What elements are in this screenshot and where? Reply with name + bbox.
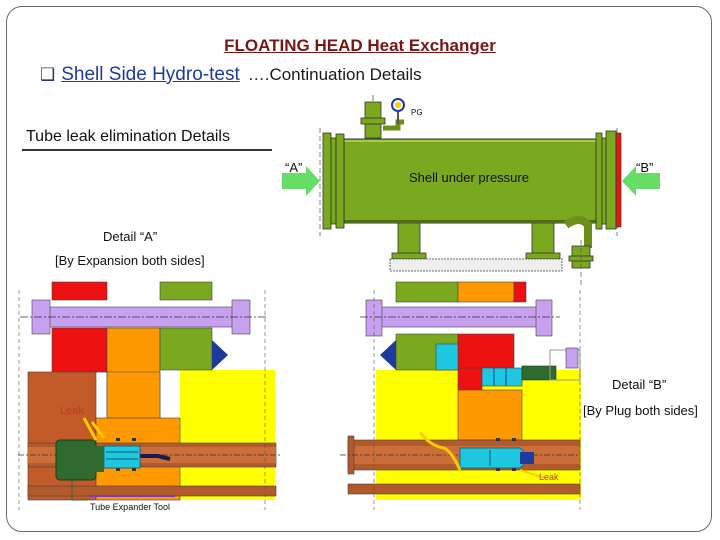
saddle-left [397, 222, 421, 258]
subtitle-main: Shell Side Hydro-test [61, 64, 240, 85]
tool-label: Tube Expander Tool [88, 502, 173, 512]
arrow-a-icon [282, 166, 320, 196]
heat-exchanger [282, 95, 660, 285]
detail-b-method: [By Plug both sides] [583, 403, 698, 418]
label-a: “A” [285, 160, 303, 175]
tube-expander-tool-icon [55, 439, 171, 501]
detail-b-drawing [340, 281, 581, 510]
detail-a-title: Detail “A” [103, 229, 158, 244]
section-heading: Tube leak elimination Details [26, 128, 230, 145]
pressure-gauge-icon [391, 98, 405, 124]
foundation [389, 258, 563, 272]
shell-label: Shell under pressure [409, 170, 529, 185]
subtitle-tail: ….Continuation Details [247, 65, 422, 84]
page-title: FLOATING HEAD Heat Exchanger [224, 36, 496, 55]
checkbox-bullet-icon: ❑ [40, 65, 56, 85]
exchanger-shell [343, 138, 597, 224]
label-b: “B” [636, 160, 654, 175]
detail-a-tubesheet [27, 371, 97, 501]
saddle-right [531, 222, 555, 258]
tube-plug-icon [459, 447, 534, 469]
detail-a-drawing [18, 281, 280, 510]
gauge-label: PG [411, 108, 423, 117]
section-heading-underline [22, 149, 272, 151]
detail-a-leak-label: Leak [60, 405, 84, 417]
detail-b-leak-label: Leak [539, 472, 559, 482]
detail-a-yellow-body [180, 370, 275, 500]
detail-a-method: [By Expansion both sides] [55, 253, 205, 268]
subtitle: ❑Shell Side Hydro-test ….Continuation Det… [40, 64, 422, 86]
detail-b-title: Detail “B” [612, 377, 667, 392]
arrow-b-icon [622, 166, 660, 196]
